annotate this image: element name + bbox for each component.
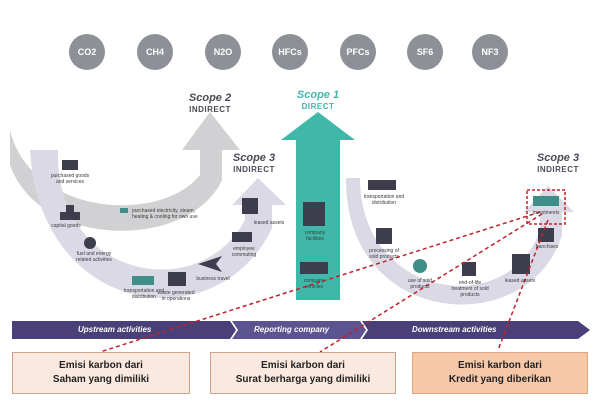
gas-n2o: N2O (205, 34, 241, 70)
company-facilities-icon (303, 202, 325, 226)
band-downstream-text: Downstream activities (412, 325, 497, 334)
leased-assets-down-icon (512, 254, 530, 274)
label-transportation: transportation and distribution (123, 288, 165, 300)
gas-nf3: NF3 (472, 34, 508, 70)
label-use-of-sold: use of sold products (407, 278, 433, 290)
leased-assets-up-icon (242, 198, 258, 214)
scope3-downstream-label: Scope 3 INDIRECT (536, 152, 580, 175)
purchased-goods-icon (62, 160, 78, 170)
gas-ch4: CH4 (137, 34, 173, 70)
scope3-upstream-label: Scope 3 INDIRECT (232, 152, 276, 175)
band-reporting-text: Reporting company (254, 325, 330, 334)
franchises-icon (538, 228, 554, 242)
label-downstream-transport: transportation and distribution (363, 194, 405, 206)
gas-hfcs: HFCs (272, 34, 308, 70)
transportation-icon (132, 276, 154, 285)
label-fuel-energy: fuel and energy related activities (76, 251, 112, 263)
scope2-arrow (10, 112, 240, 231)
end-of-life-icon (462, 262, 476, 276)
label-end-of-life: end-of-life treatment of sold products (451, 280, 489, 298)
downstream-transport-icon (368, 180, 396, 190)
label-processing: processing of sold products (369, 248, 399, 260)
label-franchises: franchises (535, 244, 559, 250)
activity-band (12, 321, 236, 339)
company-vehicles-icon (300, 262, 328, 274)
gas-co2: CO2 (69, 34, 105, 70)
label-purchased-goods: purchased goods and services (50, 173, 90, 185)
business-travel-icon (198, 256, 222, 272)
gas-sf6: SF6 (407, 34, 443, 70)
use-of-sold-icon (413, 259, 427, 273)
gas-pfcs: PFCs (340, 34, 376, 70)
label-employee-commuting: employee commuting (231, 246, 257, 258)
upstream-arc (30, 150, 286, 298)
dashed-arrow-box3 (497, 219, 549, 351)
employee-commuting-icon (232, 232, 252, 242)
label-waste: waste generated in operations (157, 290, 195, 302)
label-purchased-electricity: purchased electricity, steam, heating & … (132, 208, 198, 220)
label-company-vehicles: company vehicles (303, 278, 325, 290)
scope2-label: Scope 2 INDIRECT (188, 92, 232, 115)
label-business-travel: business travel (196, 276, 230, 282)
label-capital-goods: capital goods (51, 223, 81, 229)
waste-icon (168, 272, 186, 286)
processing-icon (376, 228, 392, 244)
band-upstream-text: Upstream activities (78, 325, 152, 334)
investments-highlight (526, 189, 566, 225)
label-investments: investments (532, 210, 560, 216)
electricity-plug-icon (120, 208, 128, 213)
fuel-energy-icon (84, 237, 96, 249)
capital-goods-icon (60, 205, 80, 220)
scope1-label: Scope 1 DIRECT (296, 89, 340, 112)
label-company-facilities: company facilities (304, 230, 326, 242)
dashed-arrow-box2 (319, 213, 543, 353)
label-leased-assets-up: leased assets (253, 220, 285, 226)
label-leased-assets-down: leased assets (504, 278, 536, 284)
